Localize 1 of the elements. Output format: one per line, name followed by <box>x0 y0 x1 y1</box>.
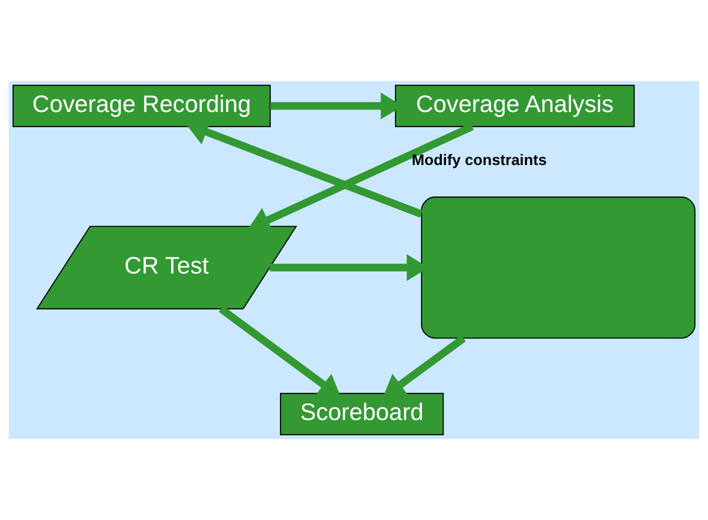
edge-label: Modify constraints <box>412 152 547 169</box>
